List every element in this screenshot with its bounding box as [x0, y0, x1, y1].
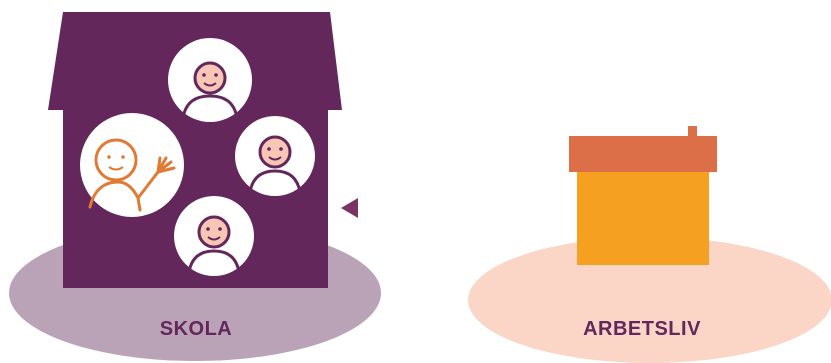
dashed-arrow-left-icon: [341, 198, 575, 218]
building-icon: [569, 126, 717, 265]
school-label: SKOLA: [160, 318, 233, 340]
waving-person-icon: [80, 113, 184, 217]
person-icon: [168, 38, 252, 122]
worklife-label: ARBETSLIV: [583, 318, 701, 340]
person-icon: [174, 196, 254, 276]
person-icon: [235, 116, 315, 196]
